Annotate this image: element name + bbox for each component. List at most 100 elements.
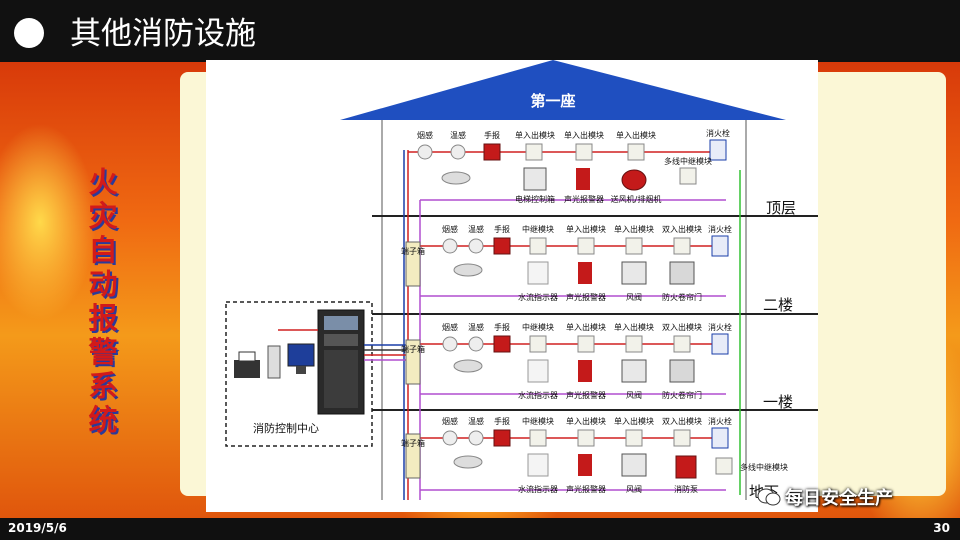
device-label: 双入出模块 bbox=[662, 322, 702, 332]
terminal-box bbox=[405, 433, 421, 479]
damper-icon bbox=[621, 261, 647, 285]
damper-icon bbox=[621, 453, 647, 477]
speaker-icon bbox=[441, 171, 471, 185]
manual-call-point-icon bbox=[493, 335, 511, 353]
printer-icon bbox=[234, 360, 260, 378]
sounder-beacon-icon bbox=[578, 454, 592, 476]
dual-io-module-icon bbox=[673, 335, 691, 353]
hydrant-button-icon bbox=[711, 427, 729, 449]
equipment-label: 风阀 bbox=[626, 391, 642, 400]
elevator-control-box-icon bbox=[523, 167, 547, 191]
device-label: 温感 bbox=[468, 322, 484, 332]
content-panel-right bbox=[818, 72, 946, 496]
equipment-label: 声光报警器 bbox=[564, 194, 604, 204]
speaker-icon bbox=[453, 263, 483, 277]
device-label: 消火栓 bbox=[708, 416, 732, 426]
smoke-detector-icon bbox=[442, 336, 458, 352]
equipment-label: 电梯控制箱 bbox=[515, 194, 555, 204]
heat-detector-icon bbox=[468, 336, 484, 352]
cabinet-panel bbox=[324, 334, 358, 346]
fire-alarm-system-diagram: 第一座 顶层 二楼 一楼 地下 消防控制中心 烟感 温感 手报 单入出模块 单入… bbox=[206, 60, 818, 512]
io-module-icon bbox=[625, 335, 643, 353]
terminal-box bbox=[405, 339, 421, 385]
slide-title: 其他消防设施 bbox=[70, 16, 256, 52]
vertical-title-char: 报 bbox=[88, 301, 118, 335]
control-center-label: 消防控制中心 bbox=[253, 421, 319, 435]
manual-call-point-icon bbox=[493, 429, 511, 447]
vertical-title-char: 灾 bbox=[88, 199, 118, 233]
equipment-label: 风阀 bbox=[626, 293, 642, 302]
device-label: 单入出模块 bbox=[616, 130, 656, 140]
device-label: 消火栓 bbox=[708, 224, 732, 234]
vertical-title-char: 系 bbox=[88, 369, 118, 403]
device-label: 单入出模块 bbox=[614, 224, 654, 234]
device-label: 消火栓 bbox=[706, 128, 730, 138]
device-label: 烟感 bbox=[417, 130, 433, 140]
control-center-box bbox=[225, 301, 373, 447]
terminal-box bbox=[405, 241, 421, 287]
watermark: 每日安全生产 bbox=[757, 484, 893, 510]
smoke-detector-icon bbox=[442, 430, 458, 446]
equipment-label: 防火卷帘门 bbox=[662, 390, 702, 400]
fire-shutter-icon bbox=[669, 261, 695, 285]
dual-io-module-icon bbox=[673, 237, 691, 255]
relay-module-icon bbox=[529, 429, 547, 447]
multi-relay-label: 多线中继模块 bbox=[664, 156, 712, 166]
water-flow-indicator-icon bbox=[527, 359, 549, 383]
watermark-text: 每日安全生产 bbox=[785, 488, 893, 509]
hydrant-button-icon bbox=[711, 235, 729, 257]
vertical-title-char: 动 bbox=[88, 267, 118, 301]
water-flow-indicator-icon bbox=[527, 453, 549, 477]
device-label: 消火栓 bbox=[708, 322, 732, 332]
water-flow-indicator-icon bbox=[527, 261, 549, 285]
terminal-box-label: 端子箱 bbox=[401, 246, 425, 256]
relay-module-icon bbox=[529, 335, 547, 353]
device-label: 中继模块 bbox=[522, 224, 554, 234]
floor-label-2f: 二楼 bbox=[763, 296, 793, 314]
equipment-label: 消防泵 bbox=[674, 484, 698, 494]
speaker-icon bbox=[453, 455, 483, 469]
io-module-icon bbox=[577, 429, 595, 447]
io-module-icon bbox=[627, 143, 645, 161]
device-label: 中继模块 bbox=[522, 322, 554, 332]
io-module-icon bbox=[577, 335, 595, 353]
floor-label-1f: 一楼 bbox=[763, 393, 793, 411]
device-label: 温感 bbox=[468, 416, 484, 426]
page-number: 30 bbox=[933, 521, 950, 535]
device-label: 单入出模块 bbox=[566, 322, 606, 332]
dual-io-module-icon bbox=[673, 429, 691, 447]
monitor-icon bbox=[287, 343, 315, 367]
sounder-beacon-icon bbox=[578, 262, 592, 284]
io-module-icon bbox=[575, 143, 593, 161]
chat-bubble-icon bbox=[757, 488, 781, 506]
equipment-label: 防火卷帘门 bbox=[662, 292, 702, 302]
equipment-label: 声光报警器 bbox=[566, 292, 606, 302]
vertical-title-char: 火 bbox=[88, 165, 118, 199]
floor-label-top: 顶层 bbox=[766, 199, 796, 217]
device-label: 烟感 bbox=[442, 224, 458, 234]
speaker-icon bbox=[453, 359, 483, 373]
vertical-title: 火 灾 自 动 报 警 系 统 bbox=[86, 165, 120, 437]
device-label: 单入出模块 bbox=[566, 224, 606, 234]
equipment-label: 水流指示器 bbox=[518, 390, 558, 400]
fire-pump-icon bbox=[675, 455, 697, 479]
hydrant-button-icon bbox=[711, 333, 729, 355]
equipment-label: 送风机/排烟机 bbox=[611, 194, 662, 204]
device-label: 双入出模块 bbox=[662, 416, 702, 426]
title-bar bbox=[0, 0, 960, 62]
sounder-beacon-icon bbox=[576, 168, 590, 190]
pc-tower-icon bbox=[267, 345, 281, 379]
device-label: 单入出模块 bbox=[564, 130, 604, 140]
damper-icon bbox=[621, 359, 647, 383]
multi-relay-label: 多线中继模块 bbox=[740, 462, 788, 472]
device-label: 温感 bbox=[468, 224, 484, 234]
manual-call-point-icon bbox=[483, 143, 501, 161]
device-label: 手报 bbox=[494, 224, 510, 234]
device-label: 烟感 bbox=[442, 416, 458, 426]
device-label: 手报 bbox=[494, 416, 510, 426]
smoke-detector-icon bbox=[417, 144, 433, 160]
vertical-title-char: 统 bbox=[88, 403, 118, 437]
heat-detector-icon bbox=[450, 144, 466, 160]
footer-bar bbox=[0, 518, 960, 540]
device-label: 单入出模块 bbox=[614, 416, 654, 426]
